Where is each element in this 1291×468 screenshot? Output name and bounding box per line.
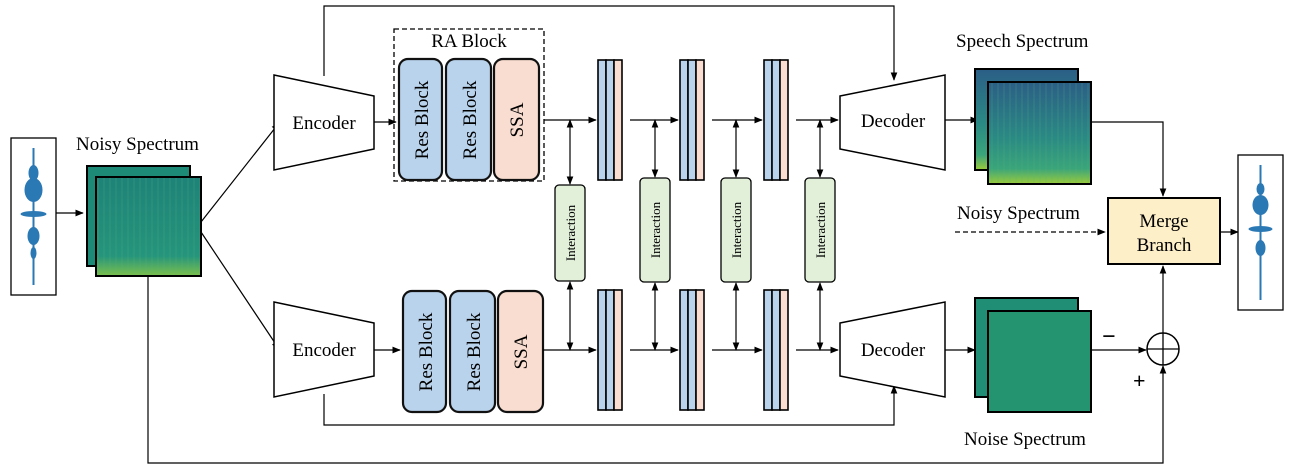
encoder-top: Encoder <box>273 74 375 171</box>
res-block-top-2: Res Block <box>444 57 493 182</box>
layer-stack-top-1 <box>597 59 623 181</box>
interaction-arrows <box>566 119 824 351</box>
speech-spectrum-label: Speech Spectrum <box>956 31 1089 52</box>
layer-stack-bottom-3 <box>763 289 789 411</box>
decoder-bottom-label: Decoder <box>861 340 926 361</box>
encoder-top-label: Encoder <box>292 113 356 134</box>
layer-stack-top-3 <box>763 59 789 181</box>
interaction-block-2: Interaction <box>639 177 671 283</box>
decoder-top: Decoder <box>839 74 946 171</box>
merge-branch: Merge Branch <box>1107 197 1221 265</box>
merge-branch-label-1: Merge <box>1139 211 1188 232</box>
interaction-block-4: Interaction <box>804 177 836 283</box>
ssa-top: SSA <box>492 57 541 182</box>
res-block-bottom-2-label: Res Block <box>464 312 485 391</box>
res-block-bottom-1-label: Res Block <box>416 312 437 391</box>
ssa-bottom: SSA <box>496 289 545 414</box>
speech-spectrum-image <box>974 68 1092 185</box>
res-block-top-2-label: Res Block <box>460 80 481 159</box>
noise-spectrum-image <box>974 297 1092 413</box>
ssa-bottom-label: SSA <box>511 334 532 369</box>
ra-block-label: RA Block <box>431 31 507 52</box>
res-block-bottom-1: Res Block <box>401 289 448 414</box>
interaction-1-label: Interaction <box>563 204 578 261</box>
noise-spectrum-label: Noise Spectrum <box>964 429 1086 450</box>
output-waveform <box>1237 154 1284 311</box>
interaction-3-label: Interaction <box>729 201 744 258</box>
waveform-icon <box>20 148 47 285</box>
layer-stack-bottom-1 <box>597 289 623 411</box>
noisy-spectrum-label: Noisy Spectrum <box>76 134 199 155</box>
layer-stack-top-2 <box>679 59 705 181</box>
decoder-top-label: Decoder <box>861 111 926 132</box>
encoder-bottom-label: Encoder <box>292 340 356 361</box>
interaction-block-3: Interaction <box>720 177 752 283</box>
circled-plus-icon <box>1146 332 1180 366</box>
minus-sign: − <box>1102 324 1116 350</box>
merge-branch-label-2: Branch <box>1137 235 1192 256</box>
encoder-bottom: Encoder <box>273 301 375 398</box>
interaction-block-1: Interaction <box>554 184 586 282</box>
res-block-top-1-label: Res Block <box>412 80 433 159</box>
layer-stack-bottom-2 <box>679 289 705 411</box>
res-block-top-1: Res Block <box>397 57 444 182</box>
interaction-4-label: Interaction <box>813 201 828 258</box>
ssa-top-label: SSA <box>507 102 528 137</box>
noisy-spectrum-image <box>86 165 202 277</box>
input-waveform <box>10 137 57 296</box>
res-block-bottom-2: Res Block <box>448 289 497 414</box>
interaction-2-label: Interaction <box>648 201 663 258</box>
decoder-bottom: Decoder <box>839 301 946 398</box>
waveform-icon <box>1248 165 1273 300</box>
plus-sign: + <box>1133 368 1146 393</box>
noisy-spectrum-merge-label: Noisy Spectrum <box>957 203 1080 224</box>
